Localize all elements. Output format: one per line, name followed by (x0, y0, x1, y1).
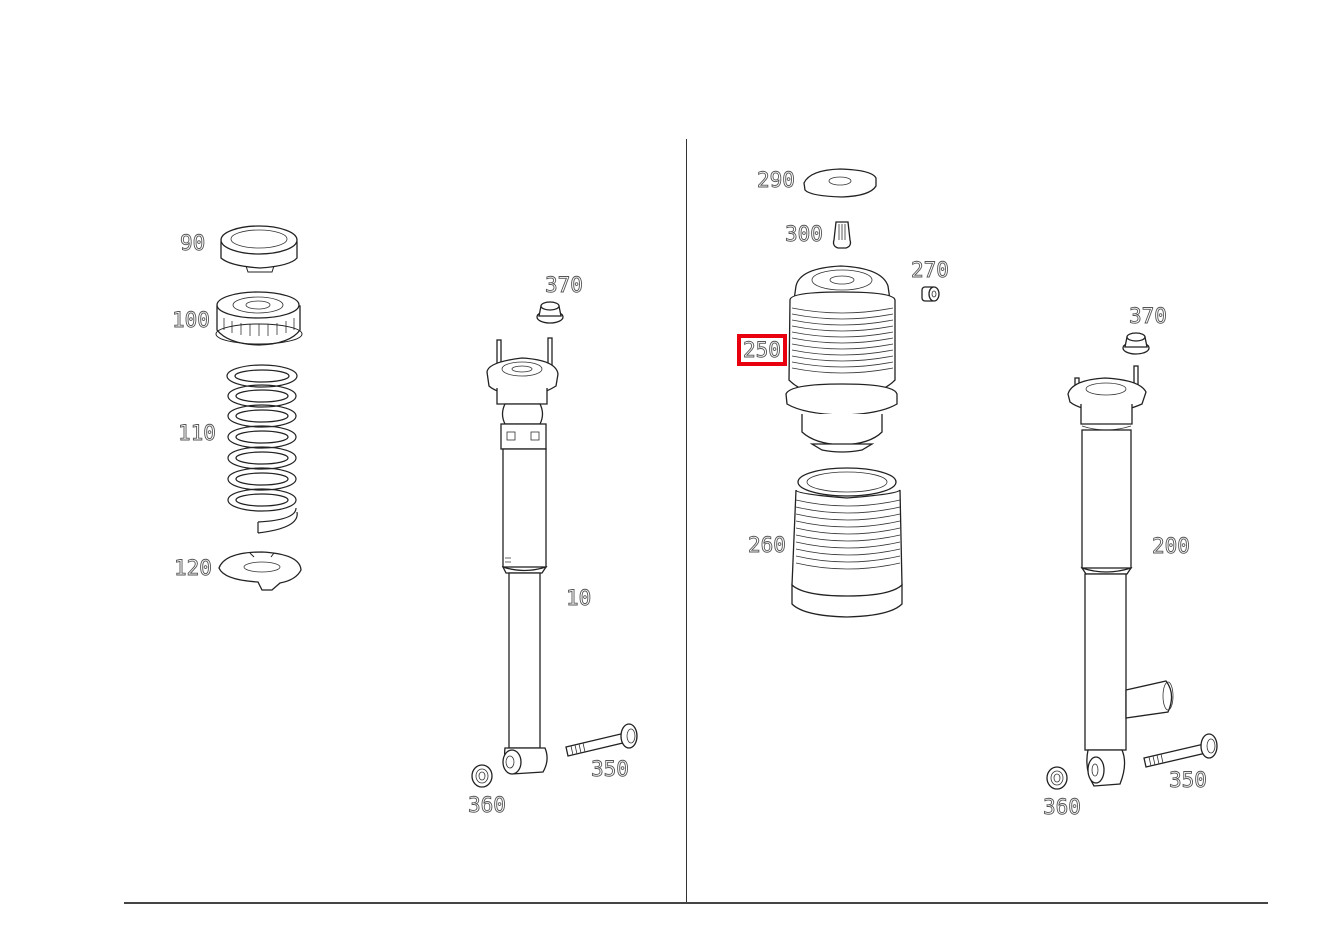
part-200-air-strut-drawing[interactable] (1067, 365, 1174, 787)
part-100-upper-mount-drawing[interactable] (215, 291, 303, 346)
part-370-flange-nut-left-drawing[interactable] (536, 301, 564, 324)
callout-270[interactable]: 270 (911, 258, 950, 283)
callout-370-left[interactable]: 370 (545, 273, 584, 298)
callout-350-right[interactable]: 350 (1169, 768, 1208, 793)
part-10-shock-absorber-drawing[interactable] (486, 337, 559, 775)
part-250-air-spring-drawing[interactable] (785, 265, 898, 453)
callout-370-right[interactable]: 370 (1129, 304, 1168, 329)
part-120-lower-seat-drawing[interactable] (218, 551, 302, 591)
part-360-nut-right-drawing[interactable] (1046, 766, 1068, 790)
callout-260[interactable]: 260 (748, 533, 787, 558)
part-290-disc-drawing[interactable] (803, 168, 877, 198)
panel-divider (686, 139, 687, 904)
callout-250-selected[interactable]: 250 (737, 334, 787, 366)
diagram-baseline (124, 902, 1268, 904)
callout-110[interactable]: 110 (178, 421, 217, 446)
part-110-coil-spring-drawing[interactable] (226, 364, 298, 534)
callout-120[interactable]: 120 (174, 556, 213, 581)
callout-90[interactable]: 90 (180, 231, 206, 256)
callout-300[interactable]: 300 (785, 222, 824, 247)
part-370-flange-nut-right-drawing[interactable] (1122, 332, 1150, 355)
callout-290[interactable]: 290 (757, 168, 796, 193)
part-260-air-bellows-drawing[interactable] (791, 467, 903, 618)
callout-200[interactable]: 200 (1152, 534, 1191, 559)
callout-360-right[interactable]: 360 (1043, 795, 1082, 820)
part-300-valve-insert-drawing[interactable] (832, 221, 852, 249)
callout-100[interactable]: 100 (172, 308, 211, 333)
part-90-cap-drawing[interactable] (220, 225, 298, 273)
part-270-fitting-drawing[interactable] (921, 286, 940, 302)
callout-350-left[interactable]: 350 (591, 757, 630, 782)
part-350-bolt-left-drawing[interactable] (565, 723, 638, 757)
callout-10[interactable]: 10 (566, 586, 592, 611)
callout-360-left[interactable]: 360 (468, 793, 507, 818)
part-360-nut-left-drawing[interactable] (471, 764, 493, 788)
part-350-bolt-right-drawing[interactable] (1143, 733, 1218, 768)
